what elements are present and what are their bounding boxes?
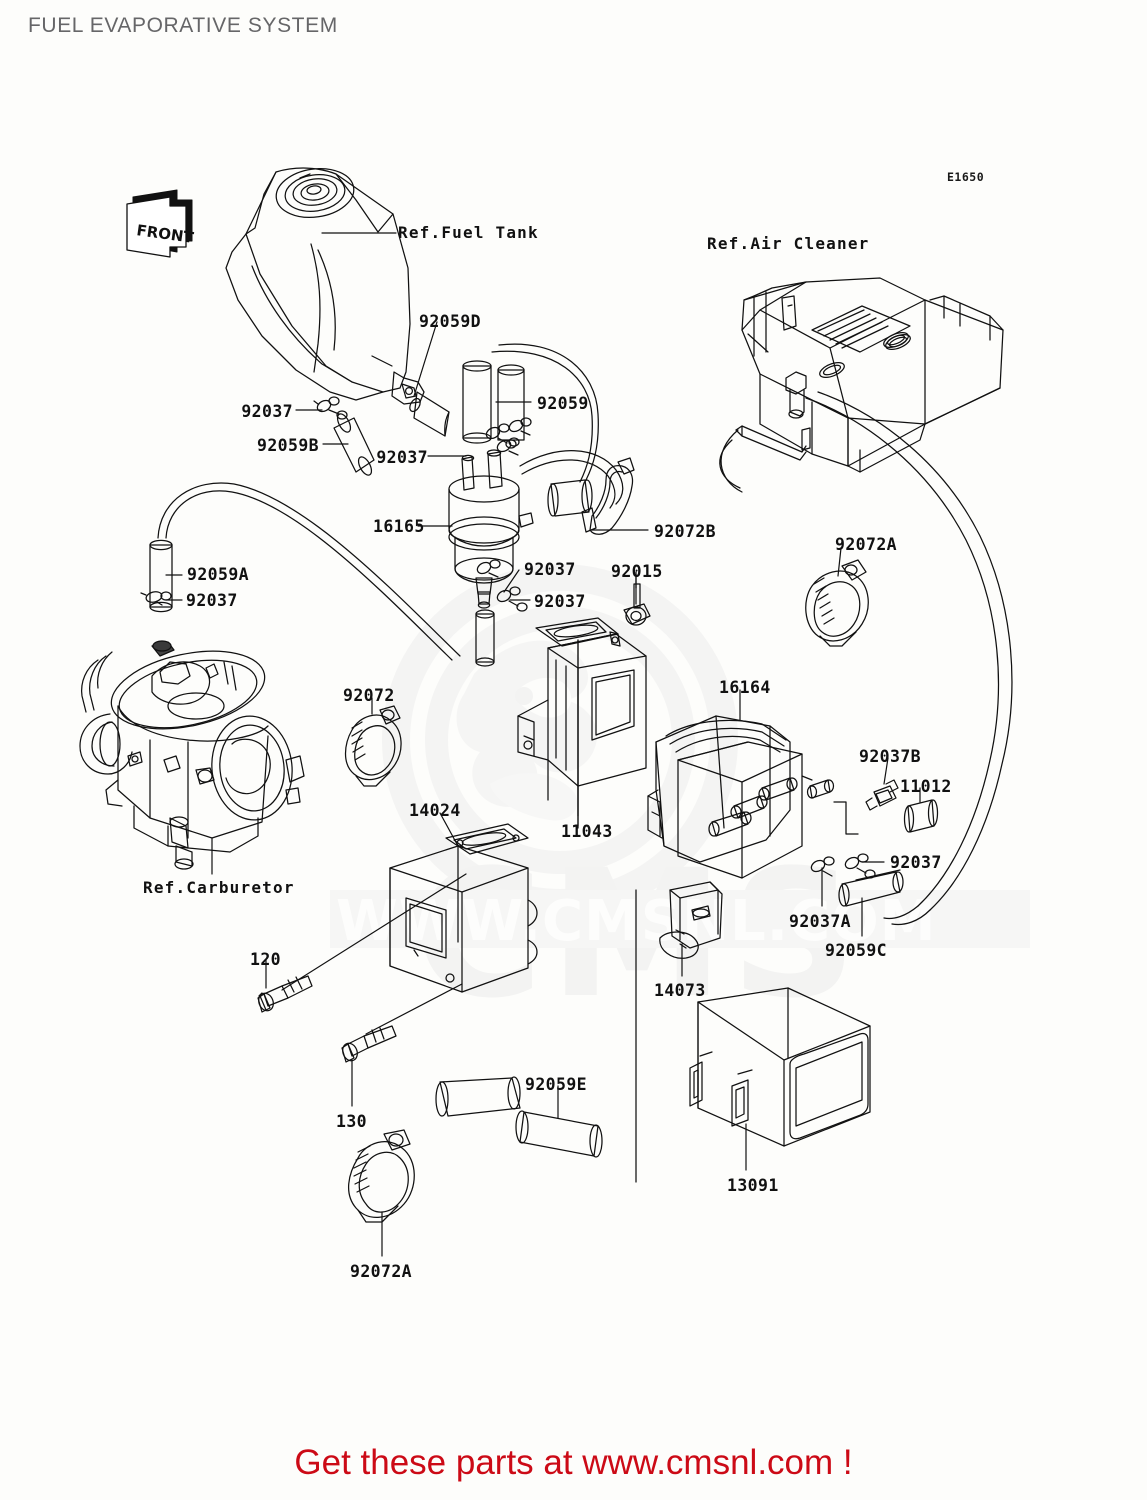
hose-long-right-part [805,391,1013,926]
hose-92059b-part [333,413,375,476]
part-label-92059d: 92059D [419,312,482,331]
bracket-14073-part [635,881,723,1183]
bracket-11043-part [517,617,647,829]
part-label-92015: 92015 [611,562,663,581]
canister-nipples [708,777,835,837]
part-label-92037-2: 92037 [376,448,428,467]
part-label-92037a: 92037A [789,912,852,931]
part-label-92072: 92072 [343,686,395,705]
leader-lines [165,232,921,1257]
ref-label-fuel-tank: Ref.Fuel Tank [398,223,539,242]
hose-92059c-part [838,869,904,907]
part-label-11012: 11012 [900,777,952,796]
part-label-92037-6: 92037 [890,853,942,872]
part-label-92059b: 92059B [256,436,319,455]
clamp-92037b-part [865,779,899,811]
part-label-16164: 16164 [719,678,771,697]
carburetor-part [79,640,305,870]
part-label-92059e: 92059E [525,1075,588,1094]
ref-label-air-cleaner: Ref.Air Cleaner [707,234,870,253]
fuel-tank-part [225,167,425,405]
holder-13091-part [689,987,871,1147]
hose-segment-mid [519,450,624,517]
hose-92059d-part [409,391,450,437]
canister-16164-part [647,715,835,879]
part-label-92037-3: 92037 [524,560,576,579]
air-cleaner-part [719,277,1004,493]
hose-92059a-part [149,482,461,661]
part-label-92072a-top: 92072A [834,535,898,554]
hose-92059e-part [435,1076,603,1158]
parts-diagram-canvas: CMS WWW.CMSNL.COM FRONT [79,167,1013,1281]
hose-pipe-below-separator [475,609,495,667]
part-label-14024: 14024 [409,801,461,820]
part-label-11043: 11043 [561,822,613,841]
diagram-code: E1650 [947,170,985,184]
part-label-92059c: 92059C [825,941,888,960]
bolt-120-part [257,975,313,1013]
page-title: FUEL EVAPORATIVE SYSTEM [28,14,338,37]
part-label-92059: 92059 [537,394,589,413]
part-label-120: 120 [250,950,282,969]
band-92072-part [344,705,402,787]
part-label-92037-4: 92037 [186,591,238,610]
bolt-130-part [341,1025,397,1063]
part-label-14073: 14073 [654,981,706,1000]
line-art-layer: FRONT [79,167,1013,1257]
part-label-92072a-bottom: 92072A [350,1262,413,1281]
part-label-92059a: 92059A [187,565,250,584]
ref-label-carburetor: Ref.Carburetor [143,878,295,897]
part-label-92037-1: 92037 [241,402,293,421]
part-label-13091: 13091 [727,1176,779,1195]
part-label-92072b: 92072B [654,522,717,541]
band-92072a-top-part [805,559,869,647]
part-label-130: 130 [336,1112,368,1131]
band-92072b-part [581,457,635,535]
front-arrow-icon: FRONT [126,189,195,258]
leader-bracket-92037b [833,801,859,835]
band-92072a-bottom-part [348,1129,415,1223]
part-label-92037-5: 92037 [534,592,586,611]
cap-11012-part [903,799,939,833]
cover-14024-part [389,823,538,993]
clamp-92037-right-group [810,853,876,879]
clamp-92037-group-top [313,396,532,456]
part-label-16165: 16165 [373,517,425,536]
separator-16165-part [448,449,534,609]
hose-92059-part [462,343,599,483]
footer-promo-text: Get these parts at www.cmsnl.com ! [294,1443,853,1482]
part-label-92037b: 92037B [859,747,922,766]
clamp-92037-mid-group [476,559,528,612]
